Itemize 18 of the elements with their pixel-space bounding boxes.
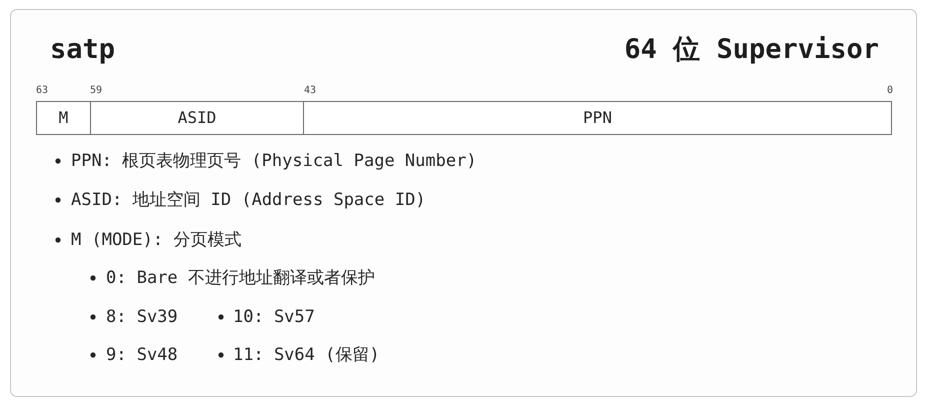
bullet-text: 10: Sv57 [233, 306, 315, 328]
register-field: M [36, 101, 91, 135]
card [10, 9, 917, 397]
bullet-text: PPN: 根页表物理页号 (Physical Page Number) [71, 150, 477, 172]
bullet-text: 0: Bare 不进行地址翻译或者保护 [106, 267, 375, 289]
bullet-text: 8: Sv39 [106, 306, 178, 328]
register-field: PPN [303, 101, 892, 135]
bit-number: 63 [36, 85, 48, 97]
subtitle: 64 位 Supervisor [624, 34, 879, 66]
bullet-text: ASID: 地址空间 ID (Address Space ID) [71, 189, 426, 211]
register-field: ASID [90, 101, 304, 135]
bit-number: 43 [304, 85, 316, 97]
title: satp [50, 34, 116, 66]
bullet-text: 9: Sv48 [106, 344, 178, 366]
bit-number: 59 [90, 85, 102, 97]
bullet-text: 11: Sv64 (保留) [233, 344, 380, 366]
bullet-text: M (MODE): 分页模式 [71, 229, 242, 251]
bit-number: 0 [886, 85, 893, 97]
